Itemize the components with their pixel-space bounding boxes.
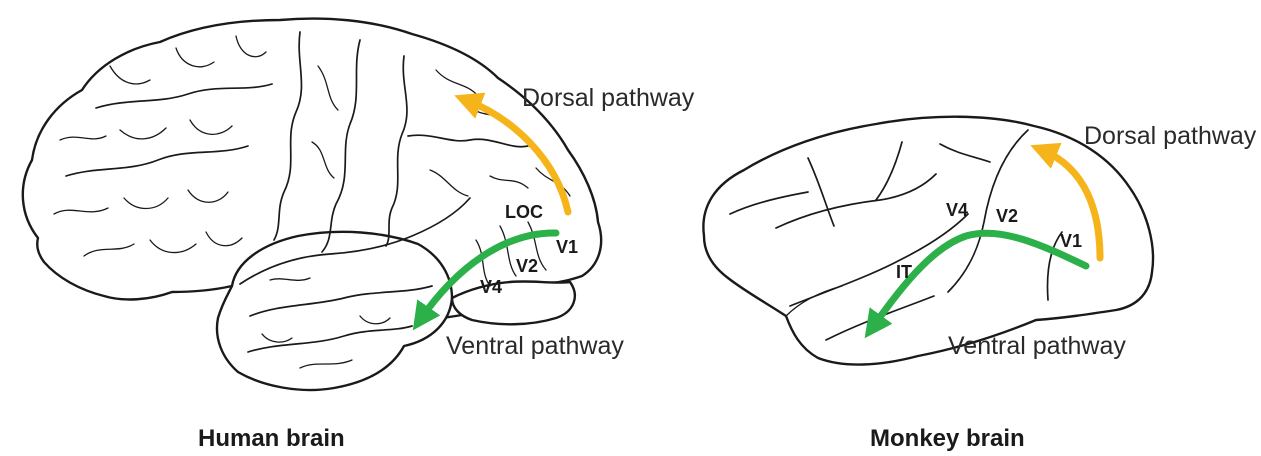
human-brain-caption: Human brain [198,425,345,452]
monkey-brain-caption: Monkey brain [870,425,1025,452]
human-dorsal-pathway-label: Dorsal pathway [522,84,695,112]
monkey-area-it-label: IT [896,262,912,282]
monkey-area-v1-label: V1 [1060,231,1082,251]
monkey-brain-panel: V4 V2 V1 IT Dorsal pathway Ventral pathw… [703,117,1256,452]
human-area-v1-label: V1 [556,237,578,257]
human-area-v2-label: V2 [516,256,538,276]
human-brain-panel: LOC V1 V2 V4 Dorsal pathway Ventral path… [23,19,695,452]
human-ventral-pathway-label: Ventral pathway [446,332,624,360]
human-area-loc-label: LOC [505,202,543,222]
human-area-v4-label: V4 [480,277,502,297]
monkey-ventral-pathway-label: Ventral pathway [948,332,1126,360]
monkey-area-v4-label: V4 [946,200,968,220]
monkey-brain-illustration [703,117,1153,365]
monkey-dorsal-pathway-label: Dorsal pathway [1084,122,1257,150]
monkey-area-v2-label: V2 [996,206,1018,226]
monkey-brain-outline [703,117,1153,365]
human-temporal-lobe-outline [217,232,452,390]
